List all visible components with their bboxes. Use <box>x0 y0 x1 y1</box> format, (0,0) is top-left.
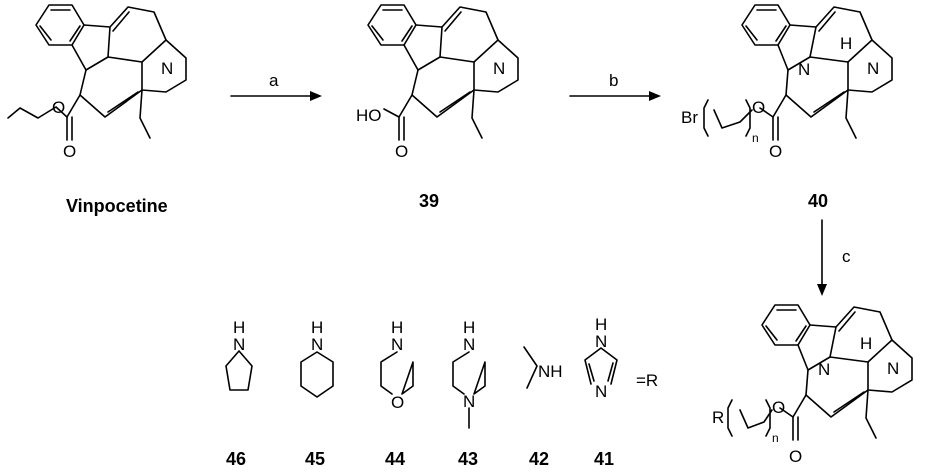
structure-39 <box>367 4 519 141</box>
structure-43-methylpiperazine <box>452 351 486 429</box>
label-44: 44 <box>385 449 405 469</box>
arrowhead-b <box>649 91 661 101</box>
atom-o-carbonyl-40: O <box>769 142 782 161</box>
equals-r-label: =R <box>636 371 658 390</box>
label-46: 46 <box>226 449 246 469</box>
step-label-c: c <box>842 247 851 266</box>
arrowhead-c <box>817 284 827 296</box>
atom-h-product: H <box>860 334 872 353</box>
label-39: 39 <box>419 191 439 211</box>
atom-o-carbonyl-product: O <box>789 447 802 466</box>
atom-o-ester-vinpocetine: O <box>52 98 65 117</box>
label-45: 45 <box>305 449 325 469</box>
structure-40 <box>703 4 893 141</box>
atom-h-41: H <box>595 315 607 334</box>
label-vinpocetine: Vinpocetine <box>66 196 168 216</box>
atom-r-product: R <box>712 408 724 427</box>
atom-n-indole-40: N <box>798 60 810 79</box>
structure-45-piperidine <box>300 351 334 398</box>
step-label-a: a <box>269 71 279 90</box>
atom-n-41-top: N <box>595 332 607 351</box>
atom-o-carbonyl-vinpocetine: O <box>63 142 76 161</box>
atom-n-46: N <box>233 335 245 354</box>
label-43: 43 <box>458 449 478 469</box>
atom-o-carbonyl-39: O <box>395 142 408 161</box>
structure-vinpocetine <box>7 4 187 141</box>
atom-ho-39: HO <box>356 106 382 125</box>
atom-h-46: H <box>233 318 245 337</box>
label-40: 40 <box>808 191 828 211</box>
arrowhead-a <box>310 91 322 101</box>
atom-n-41-bottom: N <box>595 382 607 401</box>
atom-n-43-top: N <box>463 335 475 354</box>
atom-h-40: H <box>840 34 852 53</box>
structure-46-pyrrolidine <box>225 350 253 391</box>
atom-h-43: H <box>463 318 475 337</box>
atom-o-ester-product: O <box>772 398 785 417</box>
label-42: 42 <box>529 449 549 469</box>
subscript-n-product: n <box>772 431 779 445</box>
structure-41-imidazole <box>584 347 618 385</box>
atom-h-44: H <box>391 318 403 337</box>
atom-n-45: N <box>311 335 323 354</box>
atom-o-ester-40: O <box>752 98 765 117</box>
atom-n-40: N <box>867 59 879 78</box>
atom-n-indole-product: N <box>818 360 830 379</box>
step-label-b: b <box>609 71 618 90</box>
subscript-n-40: n <box>752 131 759 145</box>
atom-o-44: O <box>391 393 404 412</box>
atom-nh-42: NH <box>538 362 563 381</box>
atom-n-vinpocetine: N <box>161 59 173 78</box>
atom-h-45: H <box>311 318 323 337</box>
atom-br-40: Br <box>681 108 698 127</box>
atom-n-43-bottom: N <box>463 392 475 411</box>
structure-product <box>727 304 913 441</box>
structure-42-dimethylamine <box>523 346 538 389</box>
atom-n-39: N <box>493 59 505 78</box>
label-41: 41 <box>594 449 614 469</box>
atom-n-44: N <box>391 335 403 354</box>
structure-44-morpholine <box>380 351 414 395</box>
atom-n-product: N <box>887 359 899 378</box>
